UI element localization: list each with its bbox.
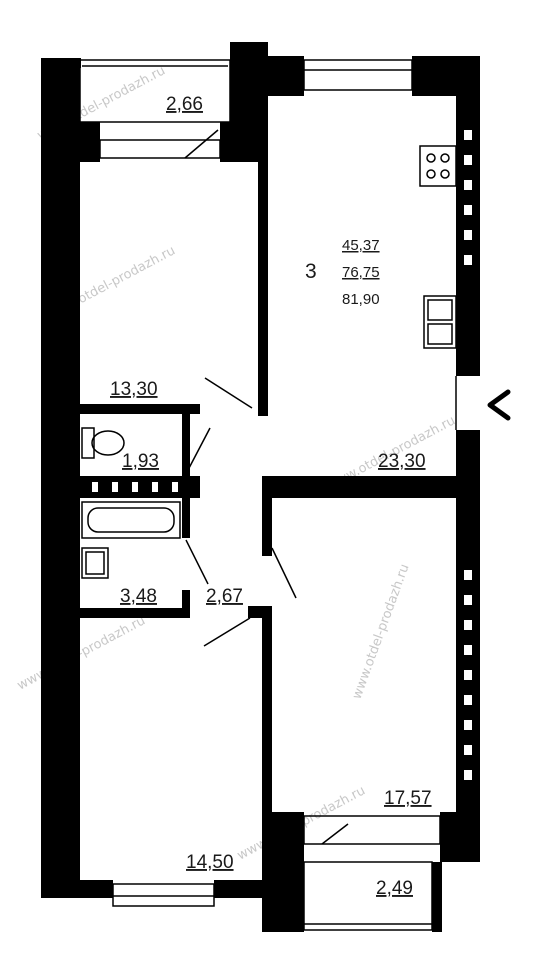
area-hallway: 2,67	[206, 586, 243, 607]
balcony-bottom-door	[303, 815, 441, 845]
wall-center-lower-b	[262, 606, 272, 896]
wall-inner-a	[80, 122, 100, 162]
wall-kitchen-bottom	[262, 476, 480, 498]
total-area: 76,75	[342, 264, 380, 281]
thin-lines	[79, 59, 457, 931]
wall-hall-nib	[248, 606, 272, 618]
wall-bottom-right	[440, 812, 480, 862]
wall-left	[41, 58, 80, 896]
wall-right-upper	[456, 56, 480, 376]
balcony-door-swing	[184, 129, 219, 159]
wall-bath-right	[182, 498, 190, 538]
next-arrow-icon[interactable]	[474, 384, 516, 426]
area-balcony-bottom: 2,49	[376, 878, 413, 899]
door-swing-bath	[185, 539, 209, 585]
kitchen-sink-icon	[423, 295, 457, 349]
wall-wc-right	[182, 408, 190, 478]
area-bedroom-right: 17,57	[384, 788, 432, 809]
area-balcony-top: 2,66	[166, 94, 203, 115]
window-slits-right	[464, 130, 472, 780]
area-bedroom-bottom-left: 14,50	[186, 852, 234, 873]
wall-wc-bottom	[80, 476, 200, 498]
wall-bottom-left	[41, 880, 113, 898]
room-labels: 2,66 13,30 1,93 3,48 2,67 23,30 17,57 14…	[110, 94, 432, 899]
door-swing-bedroom-bottom	[203, 617, 251, 647]
area-bedroom-left: 13,30	[110, 379, 158, 400]
apartment-info: 3 45,37 76,75 81,90	[305, 237, 380, 308]
door-swing-wc	[187, 427, 211, 471]
wall-top-left	[41, 58, 81, 68]
walls	[41, 42, 480, 932]
balcony-bottom-door-swing	[321, 823, 349, 845]
balcony-door-frame	[99, 139, 221, 159]
bathtub-icon	[81, 501, 181, 539]
wall-bottom-mid	[214, 880, 272, 898]
wall-inner-b	[220, 122, 262, 162]
door-swing-bedroom	[204, 377, 253, 409]
balcony-bottom-outline	[303, 861, 433, 931]
bath-sink-icon	[81, 547, 109, 579]
total-with-balcony: 81,90	[342, 291, 380, 308]
fixtures	[81, 145, 457, 579]
watermark: www.otdel-prodazh.ru	[15, 613, 148, 693]
wall-balcony-bottom-right	[432, 862, 442, 932]
rooms-count: 3	[305, 260, 317, 283]
area-toilet: 1,93	[122, 451, 159, 472]
wall-right-lower	[456, 496, 480, 816]
wall-center-upper	[258, 96, 268, 416]
living-area: 45,37	[342, 237, 380, 254]
area-kitchen-living: 23,30	[378, 451, 426, 472]
area-bathroom: 3,48	[120, 586, 157, 607]
wall-top-mid	[262, 56, 304, 96]
window-kitchen	[303, 59, 413, 91]
window-bedroom-bottom	[112, 883, 215, 907]
wall-bath-bottom	[80, 608, 190, 618]
wall-bedroom-bottom	[80, 404, 200, 414]
wall-center-lower-a	[262, 476, 272, 556]
wall-bath-right2	[182, 590, 190, 618]
watermark: www.otdel-prodazh.ru	[350, 562, 413, 701]
wc-vent-slits	[92, 482, 178, 492]
balcony-top-outline	[79, 59, 231, 123]
wall-bottom-balcony-left	[262, 812, 304, 932]
door-swing-bedroom-right	[271, 547, 297, 599]
toilet-icon	[81, 427, 125, 459]
stove-icon	[419, 145, 457, 187]
